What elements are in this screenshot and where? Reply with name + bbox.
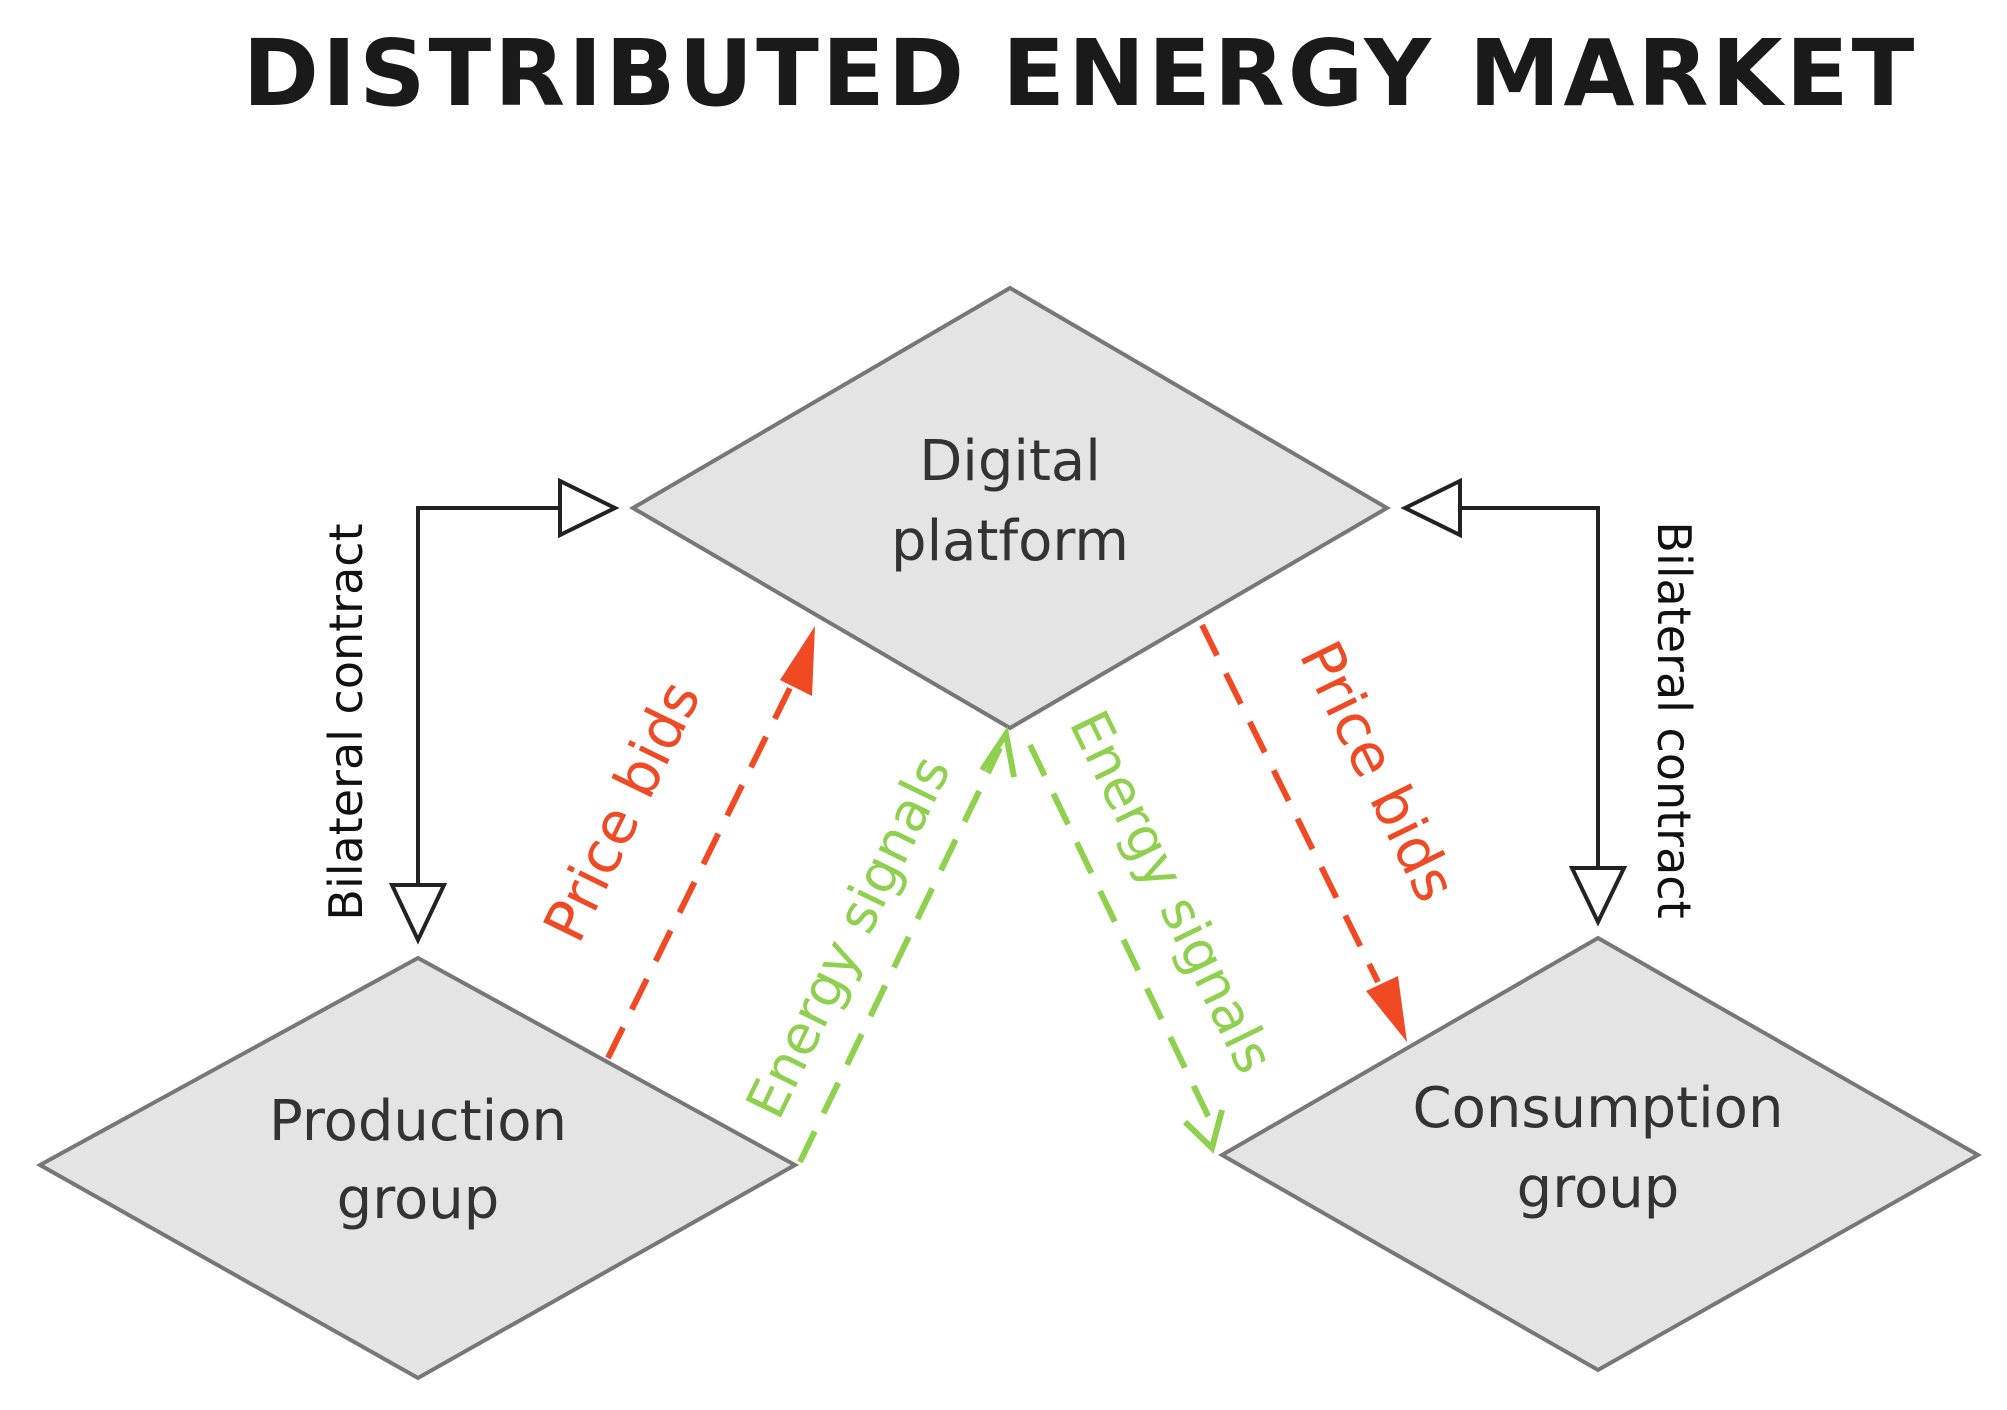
left-energy-signals-line (797, 746, 1003, 1164)
right-contract-connector (1460, 506, 1600, 868)
digital-platform-node (629, 285, 1391, 731)
production-group-label-line1: Production (269, 1089, 567, 1154)
left-price-bids-label: Price bids (530, 671, 714, 952)
consumption-group-label-line2: group (1517, 1156, 1680, 1221)
left-contract-arrowhead-top (558, 477, 620, 539)
production-group-label-line2: group (337, 1167, 500, 1232)
right-price-bids-line (1199, 623, 1381, 984)
right-energy-signals-arrowhead (1182, 1109, 1225, 1154)
digital-platform-label-line2: platform (891, 509, 1129, 574)
right-energy-signals-line (1027, 743, 1213, 1122)
right-price-bids-label: Price bids (1286, 631, 1470, 912)
digital-platform-label-line1: Digital (919, 429, 1101, 494)
left-price-bids-line (605, 686, 793, 1060)
left-energy-signals-arrowhead (979, 726, 1017, 778)
left-contract-label: Bilateral contract (319, 523, 373, 920)
right-contract-arrowhead-bottom (1568, 866, 1628, 927)
left-energy-signals-label: Energy signals (734, 746, 963, 1128)
left-contract-arrowhead-bottom (388, 883, 448, 945)
left-contract-connector (416, 506, 560, 885)
left-price-bids-arrowhead (780, 626, 815, 696)
right-contract-arrowhead-top (1400, 477, 1462, 539)
right-contract-label: Bilateral contract (1647, 521, 1701, 918)
production-group-node (35, 955, 800, 1381)
diagram-title: DISTRIBUTED ENERGY MARKET (243, 20, 1918, 127)
consumption-group-node (1217, 935, 1983, 1373)
right-energy-signals-label: Energy signals (1057, 701, 1286, 1083)
consumption-group-label-line1: Consumption (1413, 1076, 1784, 1141)
right-price-bids-arrowhead (1366, 976, 1407, 1042)
